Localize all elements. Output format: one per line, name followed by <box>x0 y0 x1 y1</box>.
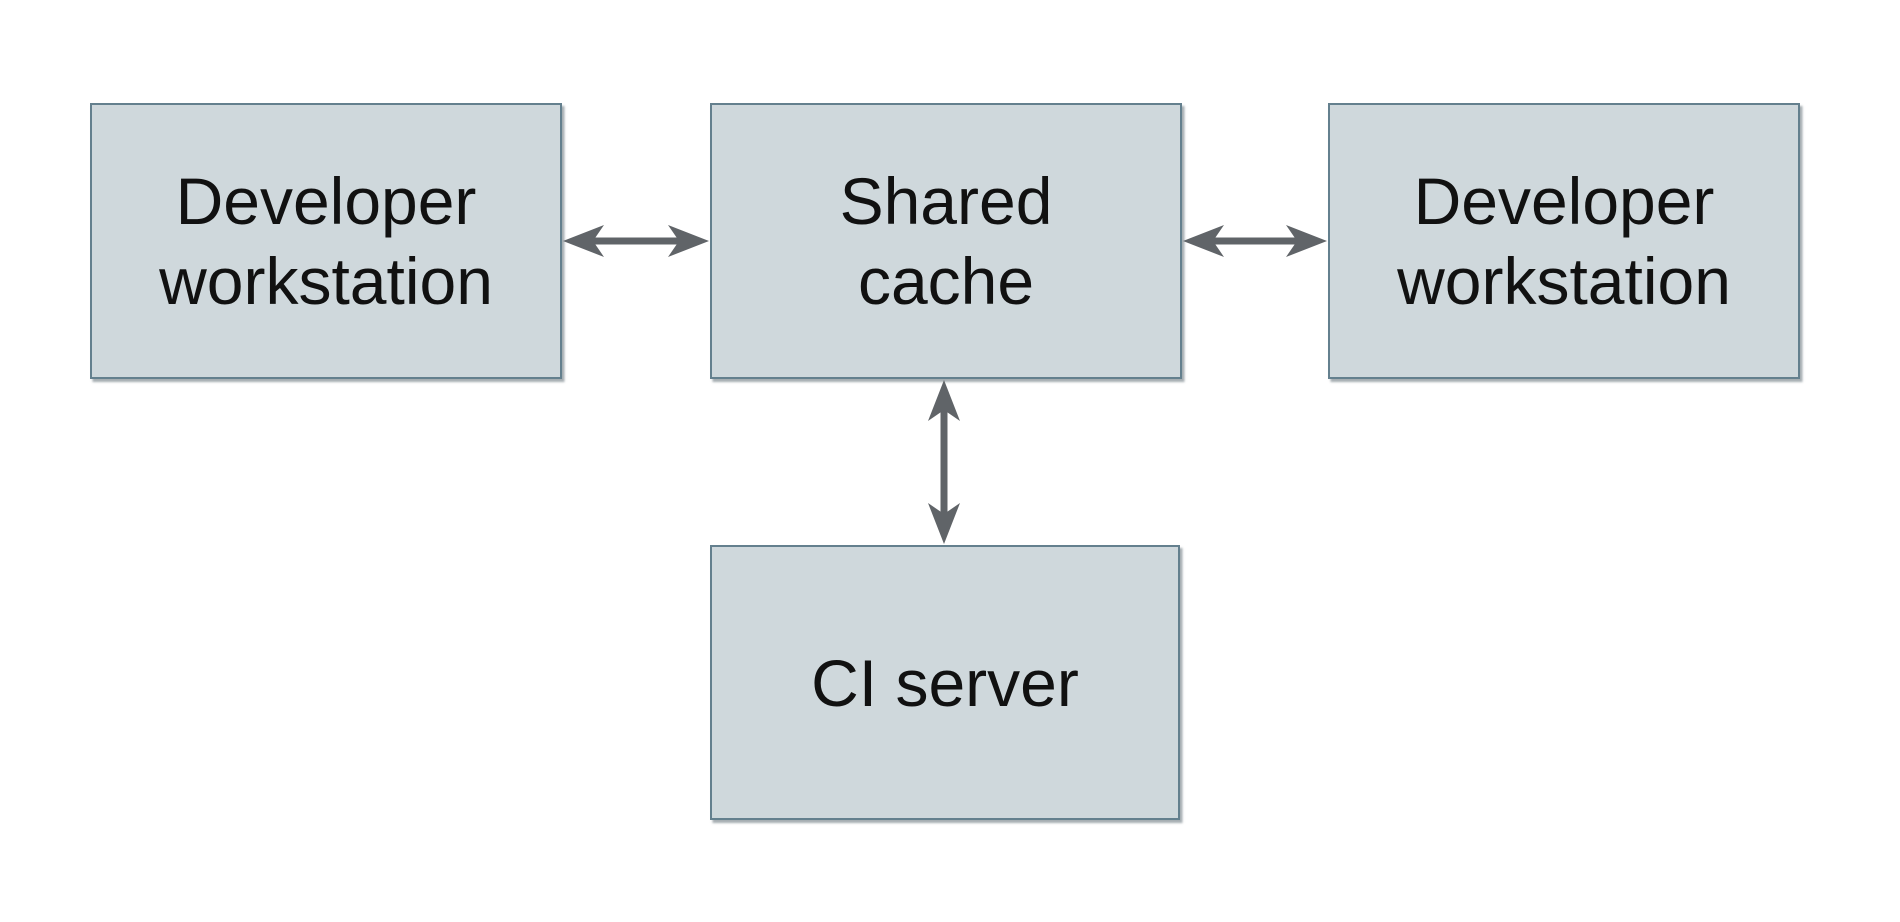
node-developer-workstation-left: Developer workstation <box>90 103 562 379</box>
double-arrow-cache-ciserver-icon <box>928 380 960 544</box>
node-label-line: Developer <box>1413 164 1715 238</box>
node-label-line: Developer <box>175 164 477 238</box>
node-ci-server: CI server <box>710 545 1180 820</box>
node-label-line: CI server <box>811 645 1079 720</box>
arrowhead-left <box>1183 225 1224 257</box>
arrowhead-up <box>928 380 960 421</box>
node-label-line: workstation <box>159 244 493 318</box>
double-arrow-devleft-cache-icon <box>563 225 709 257</box>
node-label-line: workstation <box>1397 244 1731 318</box>
double-arrow-cache-devright-icon <box>1183 225 1327 257</box>
node-shared-cache: Shared cache <box>710 103 1182 379</box>
arrowhead-right <box>668 225 709 257</box>
arrowhead-right <box>1286 225 1327 257</box>
arrowhead-down <box>928 503 960 544</box>
node-label-line: Shared <box>839 164 1053 238</box>
arrowhead-left <box>563 225 604 257</box>
node-label-line: cache <box>857 244 1035 318</box>
node-developer-workstation-right: Developer workstation <box>1328 103 1800 379</box>
